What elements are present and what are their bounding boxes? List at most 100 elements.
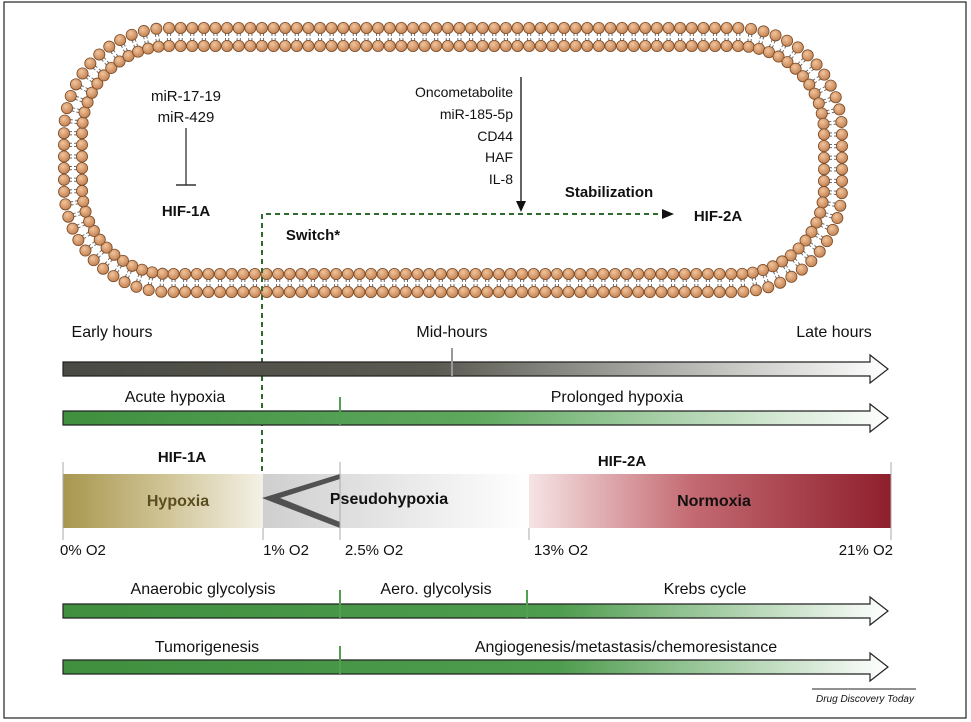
lipid-head <box>76 116 89 129</box>
lipid-head <box>69 78 82 91</box>
lipid-head <box>76 67 89 80</box>
lipid-head <box>655 267 668 280</box>
o2-tick-label: 13% O2 <box>534 542 588 559</box>
lipid-head <box>742 40 755 53</box>
lipid-head <box>107 270 120 283</box>
stabilizer-label: CD44 <box>477 128 513 144</box>
lipid-head <box>534 21 547 34</box>
lipid-head <box>78 106 91 119</box>
lipid-head <box>784 249 797 262</box>
lipid-head <box>511 40 524 53</box>
stabilizer-label: IL-8 <box>489 171 513 187</box>
lipid-head <box>836 128 849 141</box>
lipid-head <box>434 267 447 280</box>
lipid-head <box>395 21 408 34</box>
lipid-head <box>295 285 308 298</box>
lipid-head <box>746 266 759 279</box>
lipid-head <box>550 267 563 280</box>
lipid-head <box>79 205 92 218</box>
lipid-head <box>93 48 106 61</box>
lipid-head <box>465 40 478 53</box>
lipid-head <box>306 267 319 280</box>
lipid-head <box>829 91 842 104</box>
lipid-head <box>221 40 234 53</box>
lipid-head <box>835 187 848 200</box>
lipid-head <box>283 285 296 298</box>
lipid-head <box>244 21 257 34</box>
lipid-head <box>97 262 110 275</box>
lipid-head <box>255 40 268 53</box>
lipid-head <box>100 241 113 254</box>
lipid-head <box>190 267 203 280</box>
lipid-head <box>76 162 89 175</box>
lipid-head <box>749 284 762 297</box>
lipid-head <box>186 21 199 34</box>
lipid-head <box>818 174 831 187</box>
normoxia-zone <box>529 474 891 528</box>
lipid-head <box>546 21 559 34</box>
lipid-head <box>465 21 478 34</box>
lipid-head <box>813 245 826 258</box>
lipid-head <box>810 58 823 71</box>
lipid-head <box>818 151 831 164</box>
lipid-head <box>76 184 89 197</box>
lipid-head <box>667 285 680 298</box>
lipid-head <box>156 267 169 280</box>
lipid-head <box>810 216 823 229</box>
lipid-head <box>197 21 210 34</box>
lipid-head <box>824 79 837 92</box>
lipid-head <box>423 267 436 280</box>
lipid-head <box>781 56 794 69</box>
lipid-head <box>836 163 849 176</box>
lipid-head <box>557 21 570 34</box>
timeline-arrow <box>62 348 889 385</box>
lipid-head <box>499 40 512 53</box>
outcomes-arrow <box>62 646 889 683</box>
lipid-head <box>650 40 663 53</box>
lipid-head <box>272 267 285 280</box>
lipid-head <box>77 195 90 208</box>
lipid-head <box>58 127 71 140</box>
lipid-head <box>805 225 818 238</box>
metabolism-arrow <box>62 590 889 627</box>
timeline-mid-label: Mid-hours <box>416 324 487 341</box>
angiogenesis-label: Angiogenesis/metastasis/chemoresistance <box>475 639 777 656</box>
lipid-head <box>283 267 296 280</box>
lipid-head <box>383 40 396 53</box>
lipid-head <box>690 267 703 280</box>
lipid-head <box>604 21 617 34</box>
lipid-head <box>372 40 385 53</box>
lipid-head <box>72 233 85 246</box>
lipid-head <box>318 267 331 280</box>
lipid-head <box>179 267 192 280</box>
lipid-head <box>834 199 847 212</box>
lipid-head <box>399 267 412 280</box>
lipid-head <box>279 40 292 53</box>
lipid-head <box>781 34 794 47</box>
pseudohypoxia-zone <box>263 474 529 528</box>
lipid-head <box>569 21 582 34</box>
lipid-head <box>801 49 814 62</box>
lipid-head <box>411 285 424 298</box>
lipid-head <box>376 285 389 298</box>
acute-hypoxia-label: Acute hypoxia <box>125 389 226 406</box>
o2-tick-label: 2.5% O2 <box>345 542 403 559</box>
lipid-head <box>752 42 765 55</box>
switch-dashed-line <box>261 213 662 498</box>
lipid-head <box>59 198 72 211</box>
hypoxia-label: Hypoxia <box>147 493 209 510</box>
lipid-head <box>820 235 833 248</box>
lipid-head <box>76 127 89 140</box>
lipid-head <box>190 285 203 298</box>
lipid-head <box>795 263 808 276</box>
lipid-head <box>812 97 825 110</box>
lipid-head <box>597 267 610 280</box>
lipid-head <box>604 40 617 53</box>
lipid-head <box>667 267 680 280</box>
lipid-head <box>592 40 605 53</box>
lipid-head <box>732 22 745 35</box>
lipid-head <box>785 270 798 283</box>
lipid-head <box>690 285 703 298</box>
prolonged-hypoxia-label: Prolonged hypoxia <box>551 389 684 406</box>
lipid-head <box>66 222 79 235</box>
